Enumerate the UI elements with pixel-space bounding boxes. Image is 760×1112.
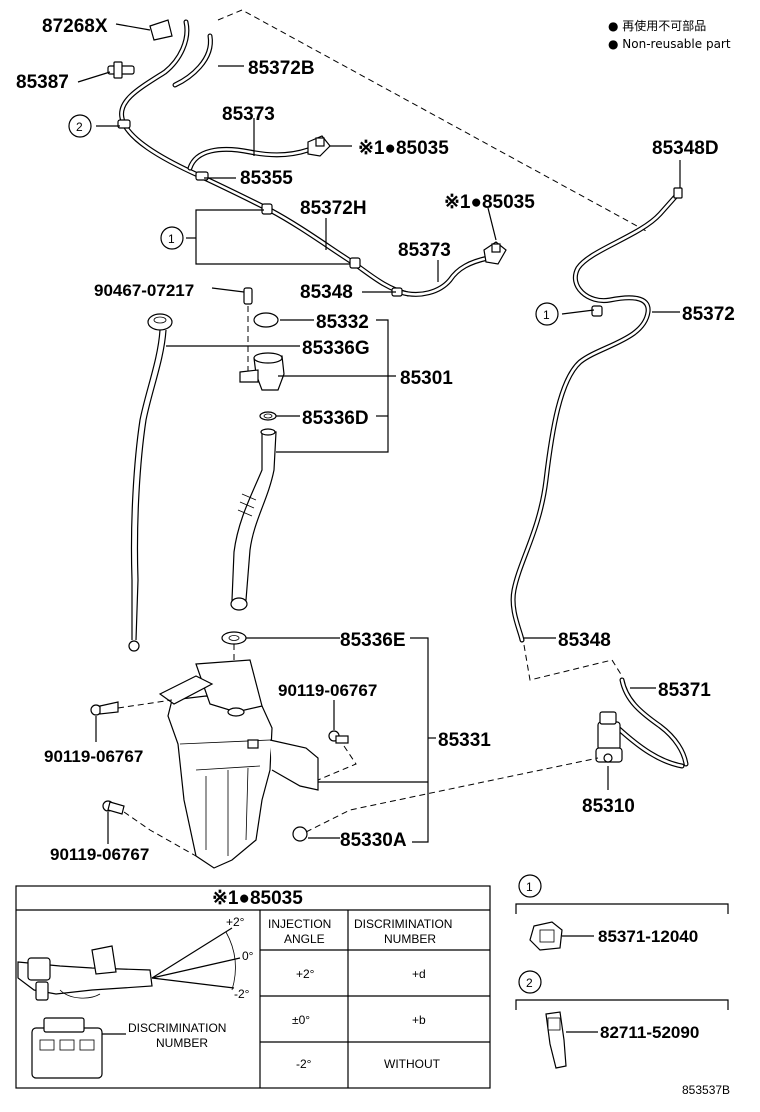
- label-85372B: 85372B: [248, 58, 315, 79]
- callout-circle-1-left: 1: [160, 226, 184, 250]
- cap-85332-part: [253, 312, 279, 328]
- angle-zero-label: 0°: [242, 949, 254, 963]
- svg-text:1: 1: [168, 232, 175, 246]
- label-85372H: 85372H: [300, 198, 367, 219]
- header-injection-angle-2: ANGLE: [284, 932, 325, 946]
- header-injection-angle-1: INJECTION: [268, 917, 331, 931]
- label-87268X: 87268X: [42, 16, 108, 37]
- angle-plus-label: +2°: [226, 915, 245, 929]
- label-85348D: 85348D: [652, 138, 719, 159]
- svg-text:1: 1: [543, 308, 550, 322]
- label-85371: 85371: [658, 680, 711, 701]
- bolt-90119-06767-mid-part: [328, 730, 349, 744]
- label-85336D: 85336D: [302, 408, 369, 429]
- label-85372: 85372: [682, 304, 735, 325]
- label-85331: 85331: [438, 730, 491, 751]
- legend-line-en: ● Non-reusable part: [608, 37, 731, 51]
- protector-87268X-part: [149, 19, 173, 41]
- label-85310: 85310: [582, 796, 635, 817]
- angle-minus-label: -2°: [234, 987, 250, 1001]
- label-85332: 85332: [316, 312, 369, 333]
- discrimination-label-2: NUMBER: [156, 1036, 208, 1050]
- legend: ● 再使用不可部品 ● Non-reusable part: [608, 18, 731, 51]
- label-85387: 85387: [16, 72, 69, 93]
- label-85348-upper: 85348: [300, 282, 353, 303]
- label-90119-06767-left: 90119-06767: [44, 747, 143, 766]
- label-85301: 85301: [400, 368, 453, 389]
- row2-angle: ±0°: [292, 1013, 310, 1027]
- label-90119-06767-lower: 90119-06767: [50, 845, 149, 864]
- row3-disc: WITHOUT: [384, 1057, 441, 1071]
- bolt-90119-06767-lower-part: [102, 800, 125, 815]
- nozzle-85035-lower-part: [483, 241, 507, 265]
- nozzle-detail-table: ※1●85035 INJECTION ANGLE DISCRIMINATION …: [15, 885, 491, 1089]
- label-85336G: 85336G: [302, 338, 370, 359]
- label-90119-06767-mid: 90119-06767: [278, 681, 377, 700]
- part-labels: 87268X 85387 85372B 85373 ※1●85035 85355…: [16, 16, 735, 864]
- clamp-85387-part: [107, 61, 135, 79]
- washer-tank-85331-part: [158, 659, 319, 869]
- washer-pump-85310-part: [595, 711, 623, 763]
- leader-lines: [77, 23, 681, 844]
- header-discrimination-2: NUMBER: [384, 932, 436, 946]
- callout-circle-1-right: 1: [535, 302, 559, 326]
- inlet-assembly: [239, 287, 285, 421]
- header-discrimination-1: DISCRIMINATION: [354, 917, 452, 931]
- oring-85336D-part: [259, 411, 277, 421]
- level-gauge-85336G-part: [128, 313, 173, 652]
- right-hose-assembly: [510, 187, 683, 643]
- label-85336E: 85336E: [340, 630, 406, 651]
- row1-angle: +2°: [296, 967, 315, 981]
- label-85373-lower: 85373: [398, 240, 451, 261]
- table-title: ※1●85035: [212, 888, 303, 909]
- row1-disc: +d: [412, 967, 426, 981]
- nozzle-85035-upper-part: [307, 135, 331, 157]
- row2-disc: +b: [412, 1013, 426, 1027]
- diagram-reference-code: 853537B: [682, 1083, 730, 1097]
- label-85035-lower: ※1●85035: [444, 192, 535, 213]
- inlet-pipe: [230, 428, 277, 611]
- legend-line-jp: ● 再使用不可部品: [608, 18, 706, 33]
- hood-hose-boundary-dashed: [217, 9, 649, 233]
- label-85373-upper: 85373: [222, 104, 275, 125]
- clip-detail-2: 2 82711-52090: [515, 970, 729, 1069]
- label-85035-upper: ※1●85035: [358, 138, 449, 159]
- label-85348-lower: 85348: [558, 630, 611, 651]
- connector-discrimination-illustration: DISCRIMINATION NUMBER: [31, 1017, 226, 1079]
- svg-text:2: 2: [526, 976, 533, 990]
- pump-hose-85371: [615, 677, 689, 769]
- svg-text:2: 2: [76, 120, 83, 134]
- bolt-90119-06767-left-part: [90, 701, 119, 716]
- clip-82711-52090-label: 82711-52090: [600, 1023, 699, 1042]
- callout-circle-2-main: 2: [68, 114, 92, 138]
- clip-85371-12040-label: 85371-12040: [598, 927, 698, 946]
- label-85330A: 85330A: [340, 830, 407, 851]
- label-90467-07217: 90467-07217: [94, 281, 194, 300]
- svg-text:1: 1: [526, 880, 533, 894]
- discrimination-label-1: DISCRIMINATION: [128, 1021, 226, 1035]
- pump-grommet-85330A-part: [292, 826, 308, 842]
- label-85355: 85355: [240, 168, 293, 189]
- clip-detail-1: 1 85371-12040: [515, 874, 729, 951]
- row3-angle: -2°: [296, 1057, 312, 1071]
- nozzle-angle-illustration: +2° 0° -2°: [17, 915, 254, 1001]
